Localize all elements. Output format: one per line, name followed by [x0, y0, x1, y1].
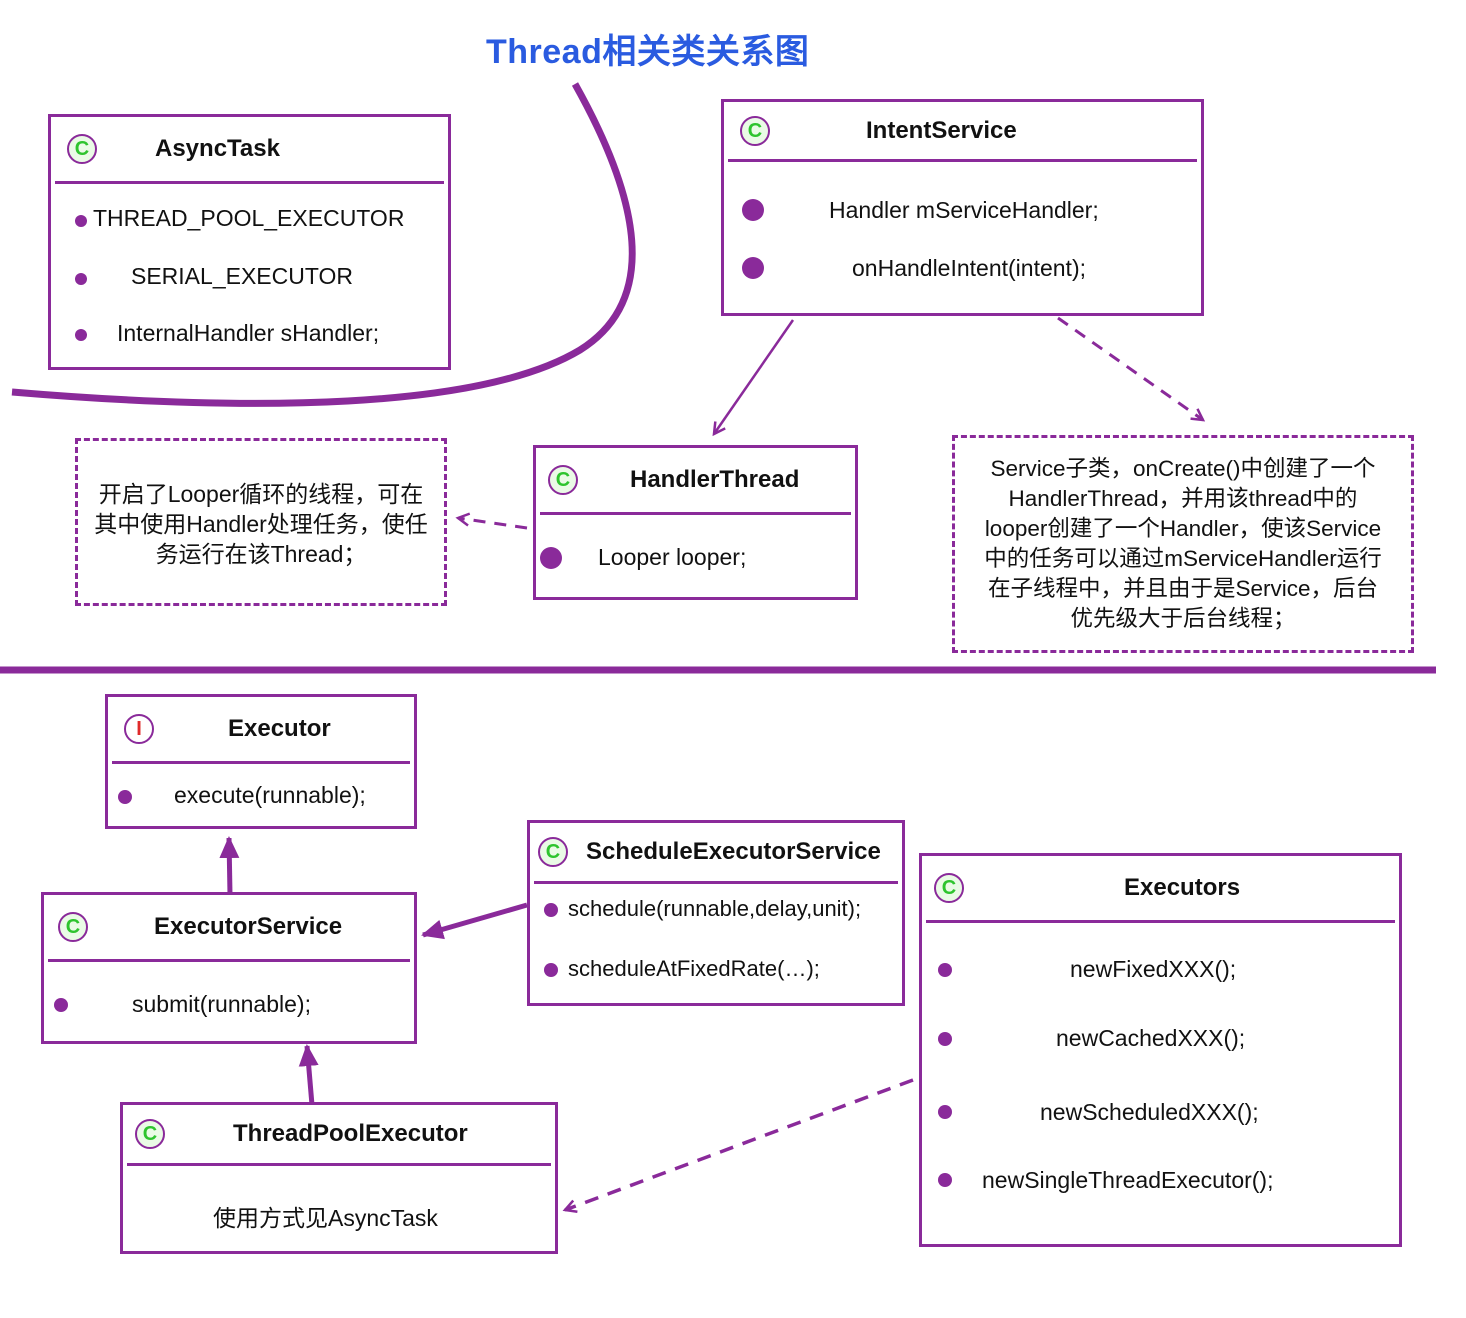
bullet-icon	[75, 329, 87, 341]
executorservice-name: ExecutorService	[154, 913, 343, 940]
asynctask-name: AsyncTask	[155, 135, 280, 162]
scheduleexecutorservice-to-executorservice-arrow	[421, 902, 528, 940]
executors-to-threadpoolexecutor-arrow	[562, 1078, 914, 1214]
class-icon: C	[135, 1119, 165, 1149]
intentservice-note-text: Service子类，onCreate()中创建了一个 HandlerThread…	[984, 456, 1382, 631]
bullet-icon	[544, 963, 558, 977]
interface-icon: I	[124, 714, 154, 744]
scheduleexecutorservice-name: ScheduleExecutorService	[586, 838, 881, 865]
scheduleexecutorservice-class-box: C ScheduleExecutorService schedule(runna…	[527, 820, 905, 1006]
class-icon: C	[548, 465, 578, 495]
executorservice-class-box: C ExecutorService submit(runnable);	[41, 892, 417, 1044]
intentservice-member: onHandleIntent(intent);	[852, 255, 1086, 281]
intentservice-header: C IntentService	[728, 102, 1197, 162]
bullet-icon	[938, 1173, 952, 1187]
executor-member: execute(runnable);	[174, 782, 366, 808]
threadpoolexecutor-member: 使用方式见AsyncTask	[213, 1205, 438, 1231]
handlerthread-to-note-arrow	[455, 512, 528, 530]
executor-interface-box: I Executor execute(runnable);	[105, 694, 417, 829]
class-icon: C	[538, 837, 568, 867]
bullet-icon	[938, 963, 952, 977]
executors-member: newFixedXXX();	[1070, 956, 1237, 982]
handlerthread-header: C HandlerThread	[540, 448, 851, 515]
bullet-icon	[75, 215, 87, 227]
threadpoolexecutor-name: ThreadPoolExecutor	[233, 1120, 468, 1147]
diagram-title: Thread相关类关系图	[486, 33, 810, 71]
asynctask-class-box: C AsyncTask THREAD_POOL_EXECUTOR SERIAL_…	[48, 114, 451, 370]
bullet-icon	[540, 547, 562, 569]
executor-name: Executor	[228, 715, 331, 742]
executorservice-header: C ExecutorService	[48, 895, 410, 962]
executorservice-to-executor-arrow	[219, 836, 240, 896]
intentservice-to-handlerthread-arrow	[712, 319, 795, 437]
handlerthread-name: HandlerThread	[630, 466, 800, 493]
executors-header: C Executors	[926, 856, 1395, 923]
threadpoolexecutor-to-executorservice-arrow	[298, 1044, 319, 1106]
executors-member: newCachedXXX();	[1056, 1025, 1246, 1051]
executors-member: newSingleThreadExecutor();	[982, 1167, 1274, 1193]
bullet-icon	[118, 790, 132, 804]
scheduleexecutorservice-member: schedule(runnable,delay,unit);	[568, 896, 862, 921]
handlerthread-class-box: C HandlerThread Looper looper;	[533, 445, 858, 600]
bullet-icon	[938, 1105, 952, 1119]
scheduleexecutorservice-header: C ScheduleExecutorService	[534, 823, 898, 884]
asynctask-header: C AsyncTask	[55, 117, 444, 184]
threadpoolexecutor-class-box: C ThreadPoolExecutor 使用方式见AsyncTask	[120, 1102, 558, 1254]
class-icon: C	[934, 873, 964, 903]
handlerthread-member: Looper looper;	[598, 544, 747, 570]
executorservice-member: submit(runnable);	[132, 991, 311, 1017]
class-icon: C	[67, 134, 97, 164]
handlerthread-note: 开启了Looper循环的线程，可在 其中使用Handler处理任务，使任 务运行…	[75, 438, 447, 606]
asynctask-member: SERIAL_EXECUTOR	[131, 263, 353, 289]
intentservice-member: Handler mServiceHandler;	[829, 197, 1099, 223]
threadpoolexecutor-header: C ThreadPoolExecutor	[127, 1105, 551, 1166]
asynctask-curve-divider	[11, 82, 636, 407]
bullet-icon	[742, 199, 764, 221]
executor-header: I Executor	[112, 697, 410, 764]
asynctask-member: InternalHandler sHandler;	[117, 320, 380, 346]
intentservice-note: Service子类，onCreate()中创建了一个 HandlerThread…	[952, 435, 1414, 653]
executors-name: Executors	[1124, 874, 1241, 901]
handlerthread-note-text: 开启了Looper循环的线程，可在 其中使用Handler处理任务，使任 务运行…	[94, 481, 428, 567]
bullet-icon	[75, 273, 87, 285]
intentservice-name: IntentService	[866, 116, 1017, 144]
bullet-icon	[938, 1032, 952, 1046]
executors-member: newScheduledXXX();	[1040, 1099, 1259, 1125]
intentservice-class-box: C IntentService Handler mServiceHandler;…	[721, 99, 1204, 316]
bullet-icon	[54, 998, 68, 1012]
asynctask-member: THREAD_POOL_EXECUTOR	[93, 205, 405, 231]
bullet-icon	[742, 257, 764, 279]
intentservice-to-note-arrow	[1057, 316, 1206, 422]
bullet-icon	[544, 903, 558, 917]
scheduleexecutorservice-member: scheduleAtFixedRate(…);	[568, 956, 820, 981]
class-icon: C	[58, 912, 88, 942]
executors-class-box: C Executors newFixedXXX(); newCachedXXX(…	[919, 853, 1402, 1247]
class-icon: C	[740, 115, 770, 146]
